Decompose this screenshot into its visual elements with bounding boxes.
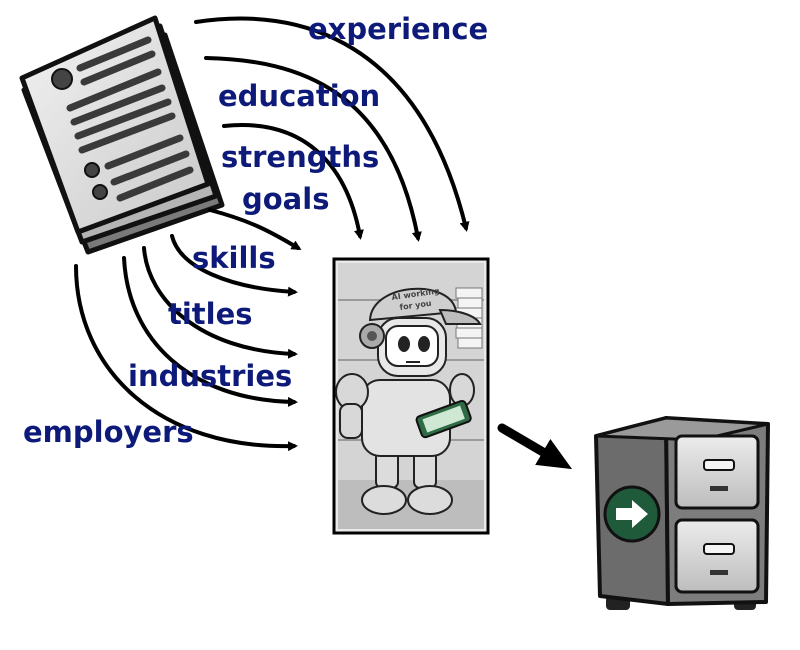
label-titles: titles: [168, 297, 253, 331]
arrow-goals: [208, 208, 302, 251]
field-labels: experience education strengths goals ski…: [23, 12, 488, 449]
cap-text-line2: for you: [399, 299, 432, 312]
arrow-employers: [74, 264, 298, 452]
input-arrows: [74, 16, 470, 452]
cabinet-arrow-button-icon: [603, 485, 661, 543]
label-education: education: [218, 79, 380, 113]
label-strengths: strengths: [221, 140, 379, 174]
arrow-titles: [142, 246, 298, 359]
arrow-right-icon: [497, 423, 573, 470]
label-industries: industries: [128, 359, 292, 393]
arrow-industries: [122, 256, 298, 407]
resume-document-icon: [19, 15, 225, 255]
label-employers: employers: [23, 415, 194, 449]
label-skills: skills: [192, 241, 276, 275]
filing-cabinet-icon: [594, 416, 770, 610]
arrow-experience: [194, 16, 470, 232]
robot-worker-illustration: AI working for you: [332, 257, 490, 535]
label-experience: experience: [308, 12, 488, 46]
arrow-strengths: [222, 123, 364, 240]
label-goals: goals: [242, 182, 329, 216]
arrow-skills: [170, 234, 298, 297]
arrow-education: [204, 56, 422, 242]
